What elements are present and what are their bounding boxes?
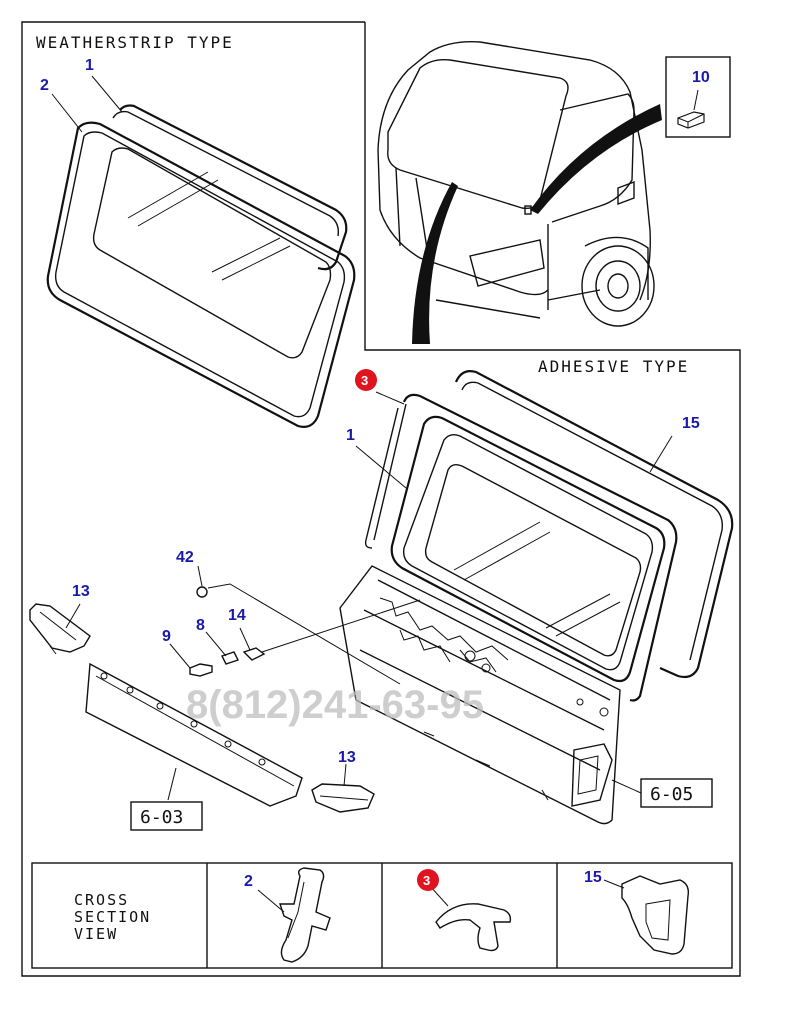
callout-ws-1: 1 bbox=[85, 57, 94, 74]
callout-ad-15: 15 bbox=[682, 415, 700, 432]
section-profile-2 bbox=[257, 867, 331, 963]
reference-box-left bbox=[130, 801, 203, 831]
adhesive-type-title: ADHESIVE TYPE bbox=[538, 357, 689, 376]
adhesive-windshield bbox=[355, 370, 734, 702]
truck-cab-illustration bbox=[377, 41, 662, 344]
callout-14: 14 bbox=[228, 607, 246, 624]
callout-8: 8 bbox=[196, 617, 205, 634]
callout-ad-3: 3 bbox=[361, 373, 368, 388]
reference-6-03: 6-03 bbox=[140, 807, 183, 828]
cowl-panel bbox=[29, 603, 375, 813]
small-parts-42-9-8-14 bbox=[169, 565, 421, 685]
weatherstrip-panel bbox=[21, 21, 741, 977]
phone-watermark: 8(812)241-63-95 bbox=[186, 683, 484, 727]
callout-xs-15: 15 bbox=[584, 869, 602, 886]
reference-box-right bbox=[611, 778, 713, 808]
section-profile-3 bbox=[417, 869, 512, 952]
callout-cab-10: 10 bbox=[692, 69, 710, 86]
callout-9: 9 bbox=[162, 628, 171, 645]
callout-xs-3: 3 bbox=[423, 873, 430, 888]
weatherstrip-windshield bbox=[46, 75, 356, 428]
callout-xs-2: 2 bbox=[244, 873, 253, 890]
callout-42: 42 bbox=[176, 549, 194, 566]
part-10-box bbox=[665, 56, 731, 138]
cross-section-label-2: SECTION bbox=[74, 908, 151, 926]
weatherstrip-type-title: WEATHERSTRIP TYPE bbox=[36, 33, 234, 52]
callout-13-left: 13 bbox=[72, 583, 90, 600]
cross-section-label-1: CROSS bbox=[74, 891, 129, 909]
reference-6-05: 6-05 bbox=[650, 784, 693, 805]
callout-ad-1: 1 bbox=[346, 427, 355, 444]
callout-13-right: 13 bbox=[338, 749, 356, 766]
section-profile-15 bbox=[603, 875, 690, 955]
callout-marker-3 bbox=[355, 369, 377, 391]
cross-section-label-3: VIEW bbox=[74, 925, 118, 943]
dash-panel bbox=[339, 565, 621, 825]
callout-ws-2: 2 bbox=[40, 77, 49, 94]
cross-section-table bbox=[31, 862, 733, 969]
